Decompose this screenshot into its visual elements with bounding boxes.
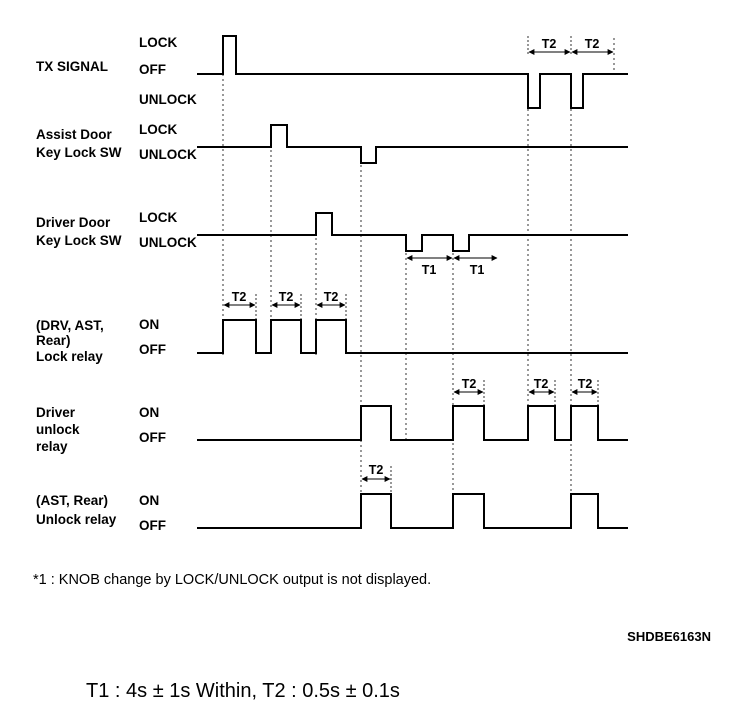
timing-spec-footer: T1 : 4s ± 1s Within, T2 : 0.5s ± 0.1s [86, 680, 400, 702]
lock-relay-t2-label-3: T2 [324, 290, 339, 304]
drv-unlock-label-line1: Driver [36, 405, 76, 420]
ast-unlock-label-line2: Unlock relay [36, 512, 117, 527]
drv-unlock-on-state: ON [139, 405, 159, 420]
driver-sw-label-line2: Key Lock SW [36, 233, 122, 248]
driver-t1-label-1: T1 [422, 263, 437, 277]
drv-unlock-t2-label-2: T2 [534, 377, 549, 391]
footnote: *1 : KNOB change by LOCK/UNLOCK output i… [33, 572, 431, 588]
tx-signal-label: TX SIGNAL [36, 59, 108, 74]
tx-t2-timers: T2 T2 [527, 36, 614, 56]
tx-unlock-state: UNLOCK [139, 92, 197, 107]
ast-unlock-label-line1: (AST, Rear) [36, 493, 108, 508]
ast-unlock-relay-waveform [197, 493, 628, 529]
tx-off-state: OFF [139, 62, 166, 77]
drv-unlock-label-line2: unlock [36, 422, 80, 437]
tx-lock-state: LOCK [139, 35, 177, 50]
driver-t1-timers: T1 T1 [406, 255, 498, 277]
drv-unlock-t2-label-3: T2 [578, 377, 593, 391]
lock-relay-off-state: OFF [139, 342, 166, 357]
driver-unlock-relay-waveform [197, 405, 628, 441]
lock-relay-on-state: ON [139, 317, 159, 332]
lock-relay-t2-label-1: T2 [232, 290, 247, 304]
driver-sw-lock-state: LOCK [139, 210, 177, 225]
lock-relay-label-line2: Rear) [36, 333, 71, 348]
tx-t2-label-1: T2 [542, 37, 557, 51]
driver-sw-label-line1: Driver Door [36, 215, 111, 230]
lock-relay-label-line1: (DRV, AST, [36, 318, 104, 333]
lock-relay-waveform [197, 319, 628, 354]
driver-door-waveform [197, 212, 628, 252]
tx-signal-waveform [197, 35, 628, 109]
lock-relay-t2-label-2: T2 [279, 290, 294, 304]
driver-t1-label-2: T1 [470, 263, 485, 277]
guide-lines [222, 38, 615, 528]
ast-unlock-off-state: OFF [139, 518, 166, 533]
figure-code: SHDBE6163N [627, 629, 711, 644]
drv-unlock-t2-timers: T2 T2 T2 [453, 377, 599, 406]
assist-door-waveform [197, 124, 628, 164]
ast-unlock-t2-label: T2 [369, 463, 384, 477]
drv-unlock-off-state: OFF [139, 430, 166, 445]
assist-label-line2: Key Lock SW [36, 145, 122, 160]
driver-sw-unlock-state: UNLOCK [139, 235, 197, 250]
assist-label-line1: Assist Door [36, 127, 113, 142]
tx-t2-label-2: T2 [585, 37, 600, 51]
drv-unlock-t2-label-1: T2 [462, 377, 477, 391]
assist-lock-state: LOCK [139, 122, 177, 137]
lock-relay-t2-timers: T2 T2 T2 [223, 290, 347, 320]
lock-relay-label-line3: Lock relay [36, 349, 103, 364]
assist-unlock-state: UNLOCK [139, 147, 197, 162]
ast-unlock-t2-timer: T2 [361, 463, 392, 494]
ast-unlock-on-state: ON [139, 493, 159, 508]
drv-unlock-label-line3: relay [36, 439, 68, 454]
